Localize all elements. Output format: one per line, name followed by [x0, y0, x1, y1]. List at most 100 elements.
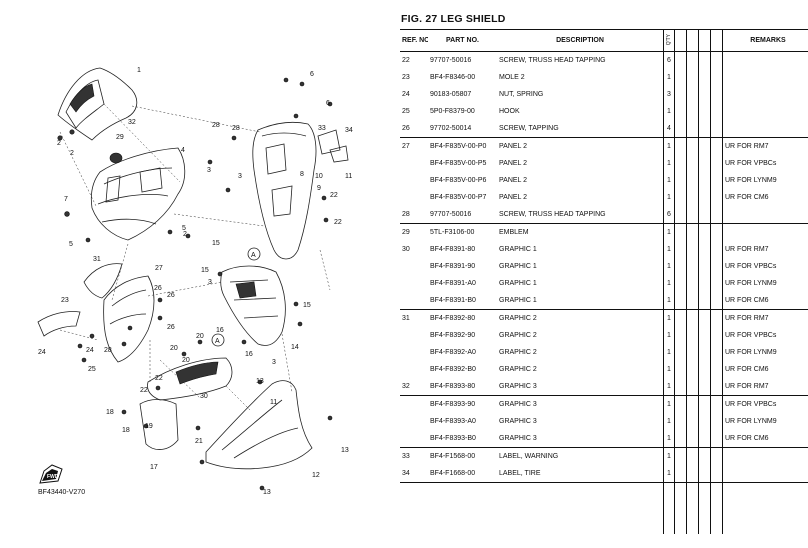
blank-cell	[710, 275, 723, 292]
description-cell: PANEL 2	[499, 194, 528, 201]
part-no-cell: BF4-F8391-90	[430, 263, 476, 270]
callout-labels: 1 2 2 32 29 4 3 28 28 3 7 5 5 6 6 33 34 …	[38, 67, 353, 496]
blank-cell	[686, 103, 699, 120]
remarks-cell: UR FOR CM6	[725, 194, 769, 201]
blank-cell	[710, 395, 723, 413]
blank-cell	[674, 206, 687, 224]
quantity-cell: 1	[663, 69, 675, 86]
remarks-cell: UR FOR LYNM9	[725, 418, 777, 425]
part-no-cell: BF4-F835V-00-P6	[430, 177, 487, 184]
blank-cell	[698, 517, 711, 534]
callout-23: 23	[61, 297, 69, 304]
callout-9: 9	[317, 185, 321, 192]
ref-cell: 27	[402, 143, 410, 150]
quantity-cell: 1	[663, 430, 675, 448]
callout-22: 22	[334, 219, 342, 226]
quantity-cell	[663, 482, 675, 500]
callout-5: 5	[69, 241, 73, 248]
blank-cell	[710, 120, 723, 138]
part-no-cell: 97707-50016	[428, 206, 497, 224]
blank-cell	[686, 258, 699, 275]
blank-cell	[698, 344, 711, 361]
description-cell: LABEL, WARNING	[499, 453, 559, 460]
blank-cell	[710, 86, 723, 103]
blank-cell	[674, 172, 687, 189]
blank-cell	[710, 223, 723, 241]
quantity-cell: 1	[663, 258, 675, 275]
callout-24: 24	[38, 349, 46, 356]
blank-cell	[686, 86, 699, 103]
part-no-cell: BF4-F8392-80	[430, 315, 476, 322]
quantity-cell: 3	[663, 86, 675, 103]
callout-20: 20	[182, 357, 190, 364]
callout-13: 13	[256, 378, 264, 385]
table-row	[400, 482, 808, 501]
remarks-cell	[723, 500, 808, 517]
blank-cell	[674, 223, 687, 241]
blank-cell	[686, 120, 699, 138]
part-no-cell: BF4-F835V-00-P5	[430, 160, 487, 167]
ref-cell: 23	[402, 74, 410, 81]
remarks-cell: UR FOR LYNM9	[725, 280, 777, 287]
blank-cell	[698, 223, 711, 241]
callout-15: 15	[201, 267, 209, 274]
blank-cell	[686, 517, 699, 534]
blank-cell	[686, 327, 699, 344]
callout-19: 19	[145, 423, 153, 430]
blank-cell	[698, 120, 711, 138]
callout-2: 2	[183, 231, 187, 238]
fwd-label: FWD	[47, 474, 59, 480]
blank-cell	[674, 465, 687, 483]
blank-cell	[674, 500, 687, 517]
blank-cell	[674, 275, 687, 292]
blank-cell	[698, 241, 711, 258]
header-ref-no: REF. NO.	[400, 29, 428, 52]
blank-cell	[710, 361, 723, 378]
blank-cell	[674, 327, 687, 344]
part-no-cell: BF4-F8391-80	[430, 246, 476, 253]
blank-cell	[686, 395, 699, 413]
part-no-cell	[428, 483, 497, 501]
blank-cell	[698, 395, 711, 413]
callout-29: 29	[116, 134, 124, 141]
blank-cell	[710, 447, 723, 465]
blank-cell	[698, 430, 711, 448]
callout-10: 10	[315, 173, 323, 180]
callout-11: 11	[345, 173, 352, 180]
blank-cell	[698, 447, 711, 465]
table-header-row: REF. NO. PART NO. DESCRIPTION Q'TY REMAR…	[400, 29, 808, 52]
blank-cell	[710, 413, 723, 430]
quantity-cell: 1	[663, 465, 675, 483]
description-cell: GRAPHIC 1	[499, 263, 537, 270]
parts-list-table: REF. NO. PART NO. DESCRIPTION Q'TY REMAR…	[400, 29, 808, 534]
blank-cell	[710, 327, 723, 344]
callout-3: 3	[238, 173, 242, 180]
ref-cell: 26	[400, 120, 428, 138]
description-cell: MOLE 2	[499, 74, 525, 81]
ref-cell: 29	[402, 229, 410, 236]
panel-2-part	[103, 275, 155, 363]
blank-cell	[686, 309, 699, 327]
blank-cell	[698, 172, 711, 189]
remarks-cell	[723, 224, 808, 242]
callout-33: 33	[318, 125, 326, 132]
remarks-cell	[723, 52, 808, 70]
callout-15: 15	[212, 240, 220, 247]
callout-30: 30	[200, 393, 208, 400]
callout-27: 27	[155, 265, 163, 272]
ref-cell: 30	[402, 246, 410, 253]
blank-cell	[674, 361, 687, 378]
remarks-cell: UR FOR RM7	[725, 246, 769, 253]
quantity-cell: 1	[663, 309, 675, 327]
remarks-cell	[723, 448, 808, 466]
quantity-cell	[663, 500, 675, 517]
ref-cell: 28	[400, 206, 428, 224]
